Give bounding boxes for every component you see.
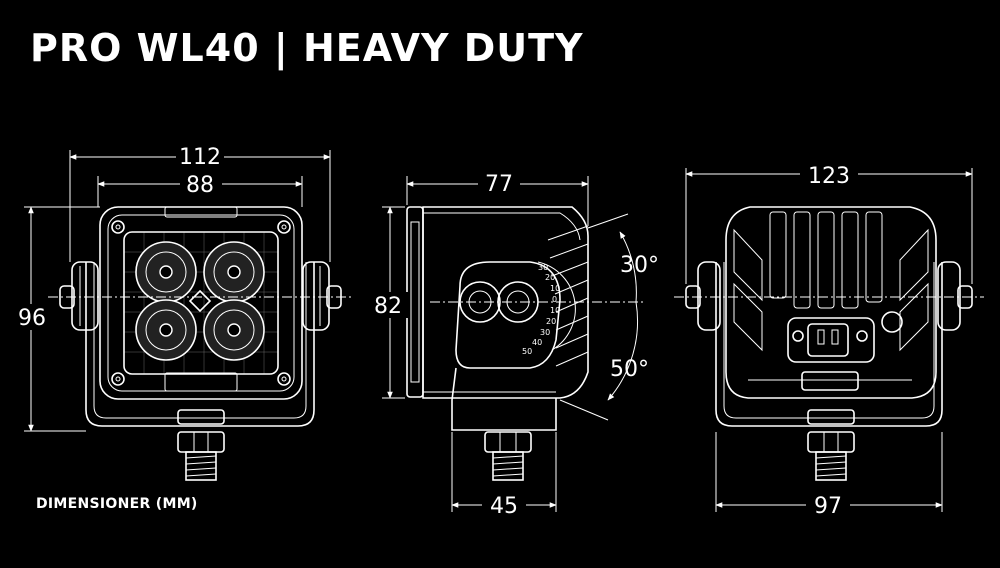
tilt-down-label: 50° bbox=[610, 357, 649, 382]
front-stud bbox=[177, 409, 225, 481]
scale-label: 10 bbox=[550, 284, 560, 293]
front-width-housing-label: 88 bbox=[186, 173, 214, 198]
rear-dimensions: 123 97 bbox=[685, 162, 973, 519]
side-base-width-label: 45 bbox=[490, 494, 518, 519]
side-fins bbox=[547, 225, 589, 367]
reflector-cups bbox=[135, 241, 265, 361]
rear-width-overall-label: 123 bbox=[808, 164, 850, 189]
page-title: PRO WL40 | HEAVY DUTY bbox=[30, 26, 584, 70]
scale-label: 40 bbox=[532, 338, 542, 347]
rear-left-bolt bbox=[685, 261, 721, 331]
front-dimensions: 112 88 96 bbox=[12, 144, 331, 432]
front-right-bolt bbox=[302, 261, 342, 331]
rear-connector bbox=[748, 311, 912, 391]
scale-label: 30 bbox=[540, 328, 550, 337]
scale-label: 20 bbox=[546, 317, 556, 326]
front-housing bbox=[99, 206, 303, 400]
front-bracket bbox=[85, 262, 315, 427]
units-caption: DIMENSIONER (MM) bbox=[36, 496, 198, 512]
scale-label: 0 bbox=[552, 295, 557, 304]
rear-view: 123 97 bbox=[674, 162, 984, 519]
front-screws bbox=[111, 220, 291, 386]
side-height-label: 82 bbox=[374, 294, 402, 319]
front-left-bolt bbox=[59, 261, 99, 331]
side-view: 30 20 10 0 10 20 30 40 50 30° 50° bbox=[366, 170, 659, 519]
scale-label: 10 bbox=[550, 306, 560, 315]
rear-stud bbox=[807, 409, 855, 481]
side-housing bbox=[422, 206, 589, 399]
rear-fins bbox=[733, 211, 929, 352]
rear-housing bbox=[725, 206, 937, 399]
front-height-label: 96 bbox=[18, 306, 46, 331]
scale-label: 30 bbox=[538, 263, 548, 272]
side-stud bbox=[484, 431, 532, 481]
scale-label: 50 bbox=[522, 347, 532, 356]
rear-bracket bbox=[715, 262, 943, 427]
front-width-overall-label: 112 bbox=[179, 145, 221, 170]
rear-right-bolt bbox=[937, 261, 973, 331]
side-dimensions: 77 82 45 bbox=[366, 170, 589, 519]
scale-label: 20 bbox=[545, 273, 555, 282]
side-mount-arm bbox=[455, 261, 561, 369]
tilt-scale: 30 20 10 0 10 20 30 40 50 bbox=[522, 261, 576, 356]
front-view: 112 88 96 bbox=[12, 144, 352, 481]
side-depth-label: 77 bbox=[485, 172, 513, 197]
tilt-up-label: 30° bbox=[620, 253, 659, 278]
rear-bracket-width-label: 97 bbox=[814, 494, 842, 519]
front-lens bbox=[123, 231, 279, 375]
